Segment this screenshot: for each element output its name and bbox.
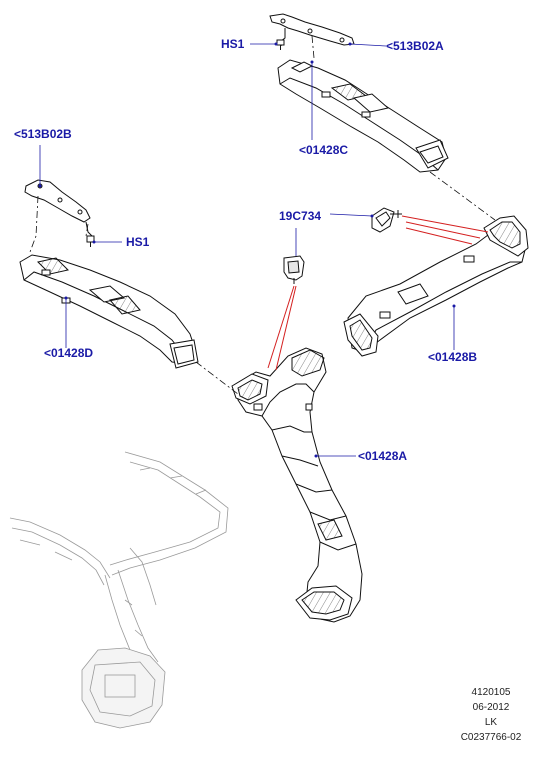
callout-01428d[interactable]: <01428D <box>44 346 94 360</box>
image-code: C0237766-02 <box>460 732 522 743</box>
drawing-date: 06-2012 <box>472 702 510 713</box>
duct-01428c[interactable] <box>277 59 449 173</box>
push-clip-icon[interactable] <box>371 207 402 233</box>
callout-01428b[interactable]: <01428B <box>428 350 478 364</box>
screw-icon[interactable] <box>86 235 95 247</box>
drawing-initials: LK <box>484 717 498 728</box>
duct-01428b[interactable] <box>343 215 529 357</box>
bracket-513b02b[interactable] <box>24 179 93 237</box>
duct-01428a[interactable] <box>231 347 363 623</box>
ref-number: 4120105 <box>471 687 511 698</box>
callout-19c734[interactable]: 19C734 <box>279 209 322 223</box>
callout-hs1-top[interactable]: HS1 <box>221 37 245 51</box>
callout-513b02a[interactable]: <513B02A <box>386 39 444 53</box>
callout-01428c[interactable]: <01428C <box>299 143 349 157</box>
callout-leader-dots <box>38 42 456 458</box>
assembly-dashed-lines <box>29 35 496 395</box>
screw-icon[interactable] <box>276 39 285 50</box>
callout-01428a[interactable]: <01428A <box>358 449 408 463</box>
callout-leaders <box>39 43 455 457</box>
assembly-overview-ghost <box>9 451 229 729</box>
pin-clip-icon[interactable] <box>283 255 305 284</box>
callout-513b02b[interactable]: <513B02B <box>14 127 72 141</box>
clip-location-lines <box>267 215 489 371</box>
duct-01428d[interactable] <box>19 254 199 369</box>
callout-hs1-left[interactable]: HS1 <box>126 235 150 249</box>
